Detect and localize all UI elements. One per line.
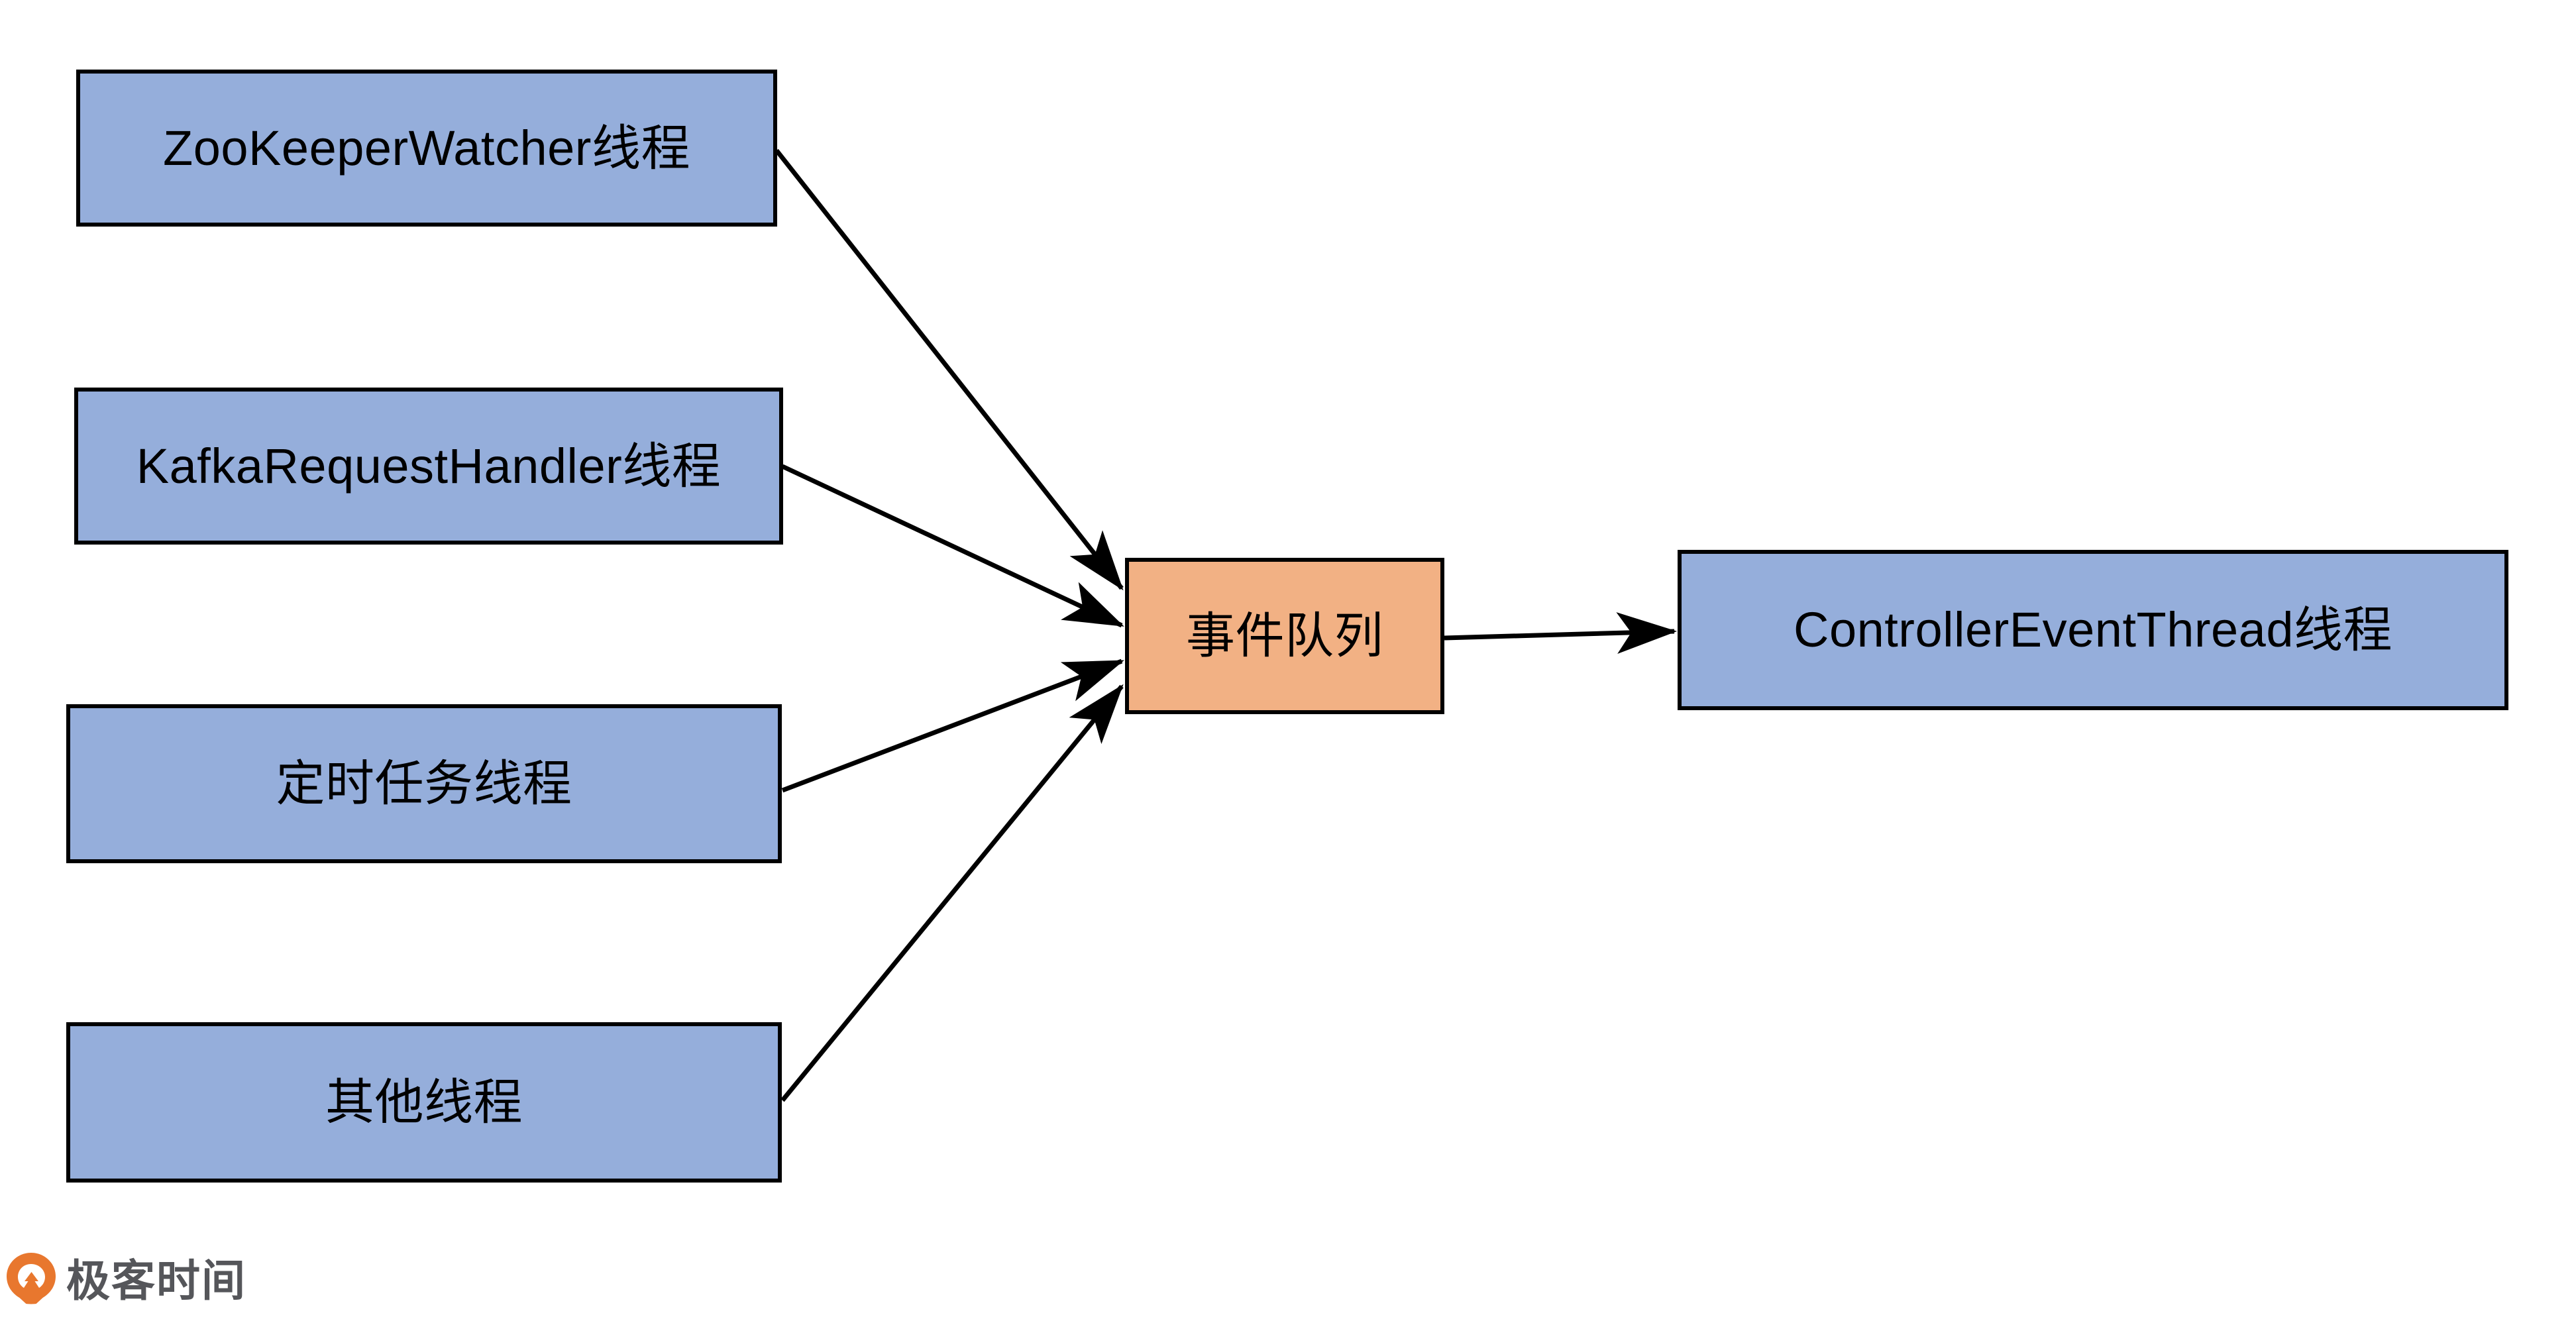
edge-scheduler-to-queue <box>781 659 1124 793</box>
node-label: 定时任务线程 <box>276 756 572 812</box>
edge-other-threads-to-queue <box>780 684 1124 1102</box>
edge-kafkarequesthandler-to-queue <box>781 464 1124 628</box>
node-label: 事件队列 <box>1186 608 1383 664</box>
node-scheduled-task-thread[interactable]: 定时任务线程 <box>66 704 782 863</box>
node-controllereventthread-thread[interactable]: ControllerEventThread线程 <box>1678 550 2508 710</box>
node-zookeeperwatcher-thread[interactable]: ZooKeeperWatcher线程 <box>76 70 777 227</box>
node-label: ControllerEventThread线程 <box>1794 602 2392 658</box>
node-event-queue[interactable]: 事件队列 <box>1125 558 1444 714</box>
watermark-label: 极客时间 <box>66 1256 246 1305</box>
watermark-geektime: 极客时间 <box>5 1249 246 1312</box>
edge-zookeeperwatcher-to-queue <box>775 148 1124 591</box>
node-label: KafkaRequestHandler线程 <box>136 438 722 494</box>
node-kafkarequesthandler-thread[interactable]: KafkaRequestHandler线程 <box>74 388 783 545</box>
node-other-threads[interactable]: 其他线程 <box>66 1022 782 1183</box>
node-label: 其他线程 <box>325 1075 523 1130</box>
geektime-logo-icon <box>7 1253 56 1308</box>
edge-queue-to-controllereventthread <box>1444 612 1678 654</box>
node-label: ZooKeeperWatcher线程 <box>163 120 690 176</box>
